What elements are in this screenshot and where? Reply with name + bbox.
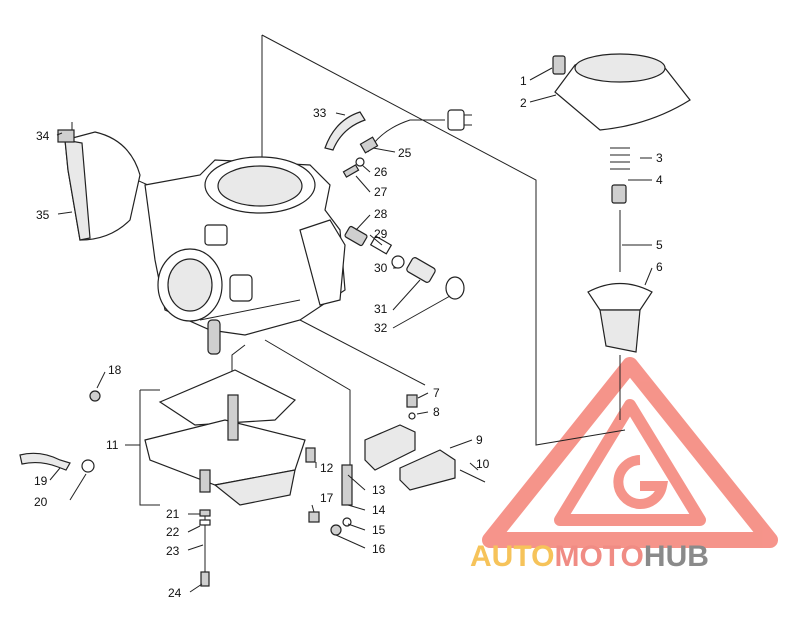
part-label-3: 3 xyxy=(656,151,663,165)
part-label-28: 28 xyxy=(374,207,388,221)
part-label-18: 18 xyxy=(108,363,122,377)
part-label-25: 25 xyxy=(398,146,412,160)
part-label-11: 11 xyxy=(106,438,119,452)
part-label-6: 6 xyxy=(656,260,663,274)
part-label-29: 29 xyxy=(374,227,388,241)
watermark-logo-icon xyxy=(482,357,778,548)
part-label-20: 20 xyxy=(34,495,48,509)
part-label-34: 34 xyxy=(36,129,50,143)
part-label-5: 5 xyxy=(656,238,663,252)
part-label-7: 7 xyxy=(433,386,440,400)
float-bowl xyxy=(144,369,306,506)
part-label-23: 23 xyxy=(166,544,180,558)
floats xyxy=(364,424,486,491)
part-label-12: 12 xyxy=(320,461,334,475)
small-parts xyxy=(19,390,418,587)
part-label-22: 22 xyxy=(166,525,180,539)
leader-lines xyxy=(49,67,653,593)
cable-and-hose xyxy=(324,109,472,178)
choke-plunger-parts xyxy=(344,225,465,300)
carburetor-body xyxy=(144,156,346,355)
part-label-19: 19 xyxy=(34,474,48,488)
vacuum-chamber-stack xyxy=(552,53,691,353)
part-label-15: 15 xyxy=(372,523,386,537)
part-label-9: 9 xyxy=(476,433,483,447)
watermark-auto: AUTO xyxy=(470,540,554,573)
watermark-moto: MOTO xyxy=(554,540,643,573)
part-label-2: 2 xyxy=(520,96,527,110)
part-label-17: 17 xyxy=(320,491,334,505)
part-label-4: 4 xyxy=(656,173,663,187)
side-cover xyxy=(57,122,141,241)
part-label-1: 1 xyxy=(520,74,527,88)
part-label-24: 24 xyxy=(168,586,182,600)
part-label-27: 27 xyxy=(374,185,388,199)
part-label-13: 13 xyxy=(372,483,386,497)
part-label-30: 30 xyxy=(374,261,388,275)
part-label-14: 14 xyxy=(372,503,386,517)
part-label-21: 21 xyxy=(166,507,180,521)
part-label-10: 10 xyxy=(476,457,490,471)
part-label-35: 35 xyxy=(36,208,50,222)
part-label-33: 33 xyxy=(313,106,327,120)
part-label-32: 32 xyxy=(374,321,388,335)
part-labels: 1 2 3 4 5 6 7 8 9 10 11 12 13 14 15 16 1… xyxy=(34,74,663,600)
part-label-16: 16 xyxy=(372,542,386,556)
watermark-hub: HUB xyxy=(644,540,709,573)
watermark-text: AUTOMOTOHUB xyxy=(470,540,709,573)
part-label-8: 8 xyxy=(433,405,440,419)
part-label-26: 26 xyxy=(374,165,388,179)
svg-text:AUTOMOTOHUB: AUTOMOTOHUB xyxy=(470,540,709,573)
part-label-31: 31 xyxy=(374,302,388,316)
